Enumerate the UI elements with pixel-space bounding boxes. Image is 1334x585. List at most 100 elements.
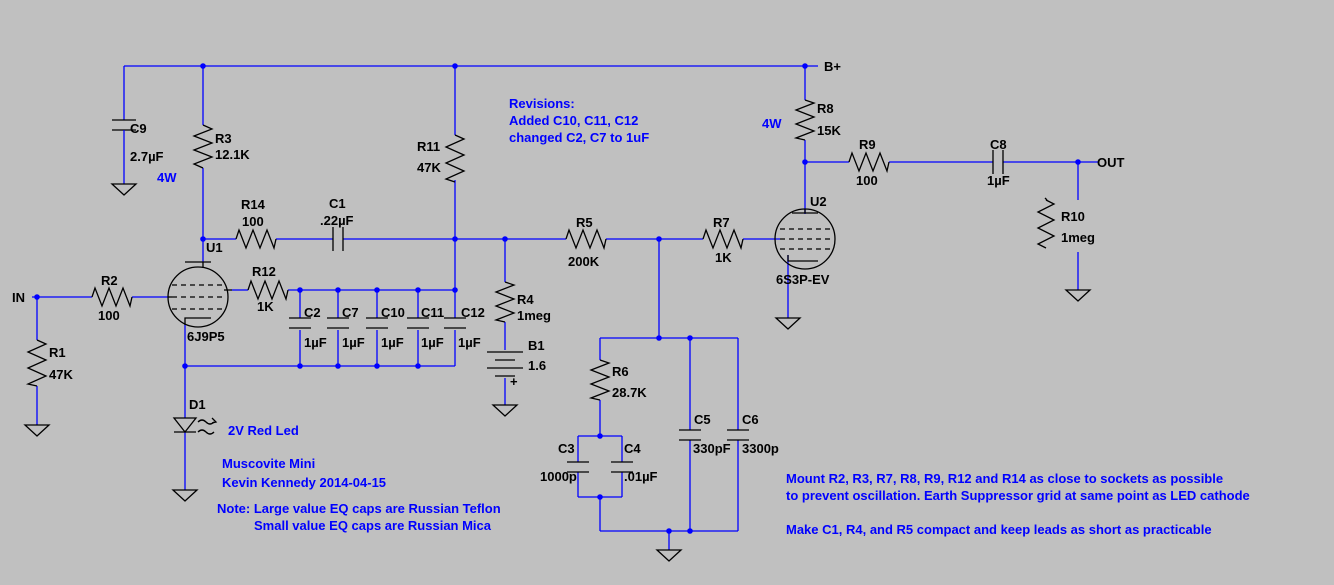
mount-note-line-4: Make C1, R4, and R5 compact and keep lea… [786, 522, 1212, 537]
c12-ref: C12 [461, 305, 485, 320]
c2-value: 1µF [304, 335, 327, 350]
r7-value: 1K [715, 250, 732, 265]
net-label-out: OUT [1097, 155, 1125, 170]
d1-value: 2V Red Led [228, 423, 299, 438]
r8-ref: R8 [817, 101, 834, 116]
c9-value: 2.7µF [130, 149, 164, 164]
c9-ref: C9 [130, 121, 147, 136]
r8-power-note: 4W [762, 116, 782, 131]
r14-ref: R14 [241, 197, 266, 212]
r2-value: 100 [98, 308, 120, 323]
capacitor-C11-symbol [407, 317, 429, 329]
tube-U1-symbol [167, 261, 232, 328]
r4-value: 1meg [517, 308, 551, 323]
revisions-line-2: Added C10, C11, C12 [509, 113, 638, 128]
d1-ref: D1 [189, 397, 206, 412]
r3-value: 12.1K [215, 147, 250, 162]
c1-value: .22µF [320, 213, 354, 228]
c10-ref: C10 [381, 305, 405, 320]
c8-ref: C8 [990, 137, 1007, 152]
u1-value: 6J9P5 [187, 329, 225, 344]
r4-ref: R4 [517, 292, 534, 307]
r12-ref: R12 [252, 264, 276, 279]
resistor-R5-symbol [565, 228, 607, 251]
capacitor-C4-symbol [611, 461, 633, 473]
resistor-R9-symbol [848, 151, 890, 174]
c8-value: 1µF [987, 173, 1010, 188]
c6-value: 3300p [742, 441, 779, 456]
r14-value: 100 [242, 214, 264, 229]
c3-value: 1000p [540, 469, 577, 484]
r6-value: 28.7K [612, 385, 647, 400]
r11-value: 47K [417, 160, 441, 175]
c5-value: 330pF [693, 441, 731, 456]
capacitor-C5-symbol [679, 429, 701, 441]
c10-value: 1µF [381, 335, 404, 350]
tube-U2-symbol [774, 208, 836, 270]
capacitor-C6-symbol [727, 429, 749, 441]
u2-value: 6S3P-EV [776, 272, 830, 287]
c4-value: .01µF [624, 469, 658, 484]
resistor-R2-symbol [91, 286, 133, 309]
capacitor-C2-symbol [289, 317, 311, 329]
r7-ref: R7 [713, 215, 730, 230]
c7-ref: C7 [342, 305, 359, 320]
r1-value: 47K [49, 367, 73, 382]
revisions-line-1: Revisions: [509, 96, 575, 111]
resistor-R14-symbol [235, 228, 277, 251]
capacitor-C12-symbol [444, 317, 466, 329]
resistor-R6-symbol [588, 359, 611, 401]
r9-value: 100 [856, 173, 878, 188]
capacitor-C1-symbol [332, 227, 344, 251]
c6-ref: C6 [742, 412, 759, 427]
junctions [34, 63, 1081, 534]
c1-ref: C1 [329, 196, 346, 211]
battery-B1-symbol [487, 351, 523, 377]
net-label-in: IN [12, 290, 25, 305]
net-label-bplus: B+ [824, 59, 841, 74]
r10-value: 1meg [1061, 230, 1095, 245]
wires [32, 65, 1098, 550]
c11-value: 1µF [421, 335, 444, 350]
r5-value: 200K [568, 254, 600, 269]
cap-note-line-1: Note: Large value EQ caps are Russian Te… [217, 501, 501, 516]
capacitor-C7-symbol [327, 317, 349, 329]
c12-value: 1µF [458, 335, 481, 350]
c2-ref: C2 [304, 305, 321, 320]
u2-ref: U2 [810, 194, 827, 209]
led-D1-symbol [172, 417, 218, 435]
capacitor-C10-symbol [366, 317, 388, 329]
resistor-R4-symbol [493, 281, 516, 323]
resistor-R7-symbol [702, 228, 744, 251]
resistor-R8-symbol [793, 99, 816, 141]
c11-ref: C11 [421, 305, 444, 320]
resistor-R12-symbol [247, 279, 289, 302]
r8-value: 15K [817, 123, 841, 138]
resistor-R1-symbol [25, 339, 48, 387]
title-line-2: Kevin Kennedy 2014-04-15 [222, 475, 386, 490]
r1-ref: R1 [49, 345, 66, 360]
cap-note-line-2: Small value EQ caps are Russian Mica [254, 518, 492, 533]
title-line-1: Muscovite Mini [222, 456, 315, 471]
resistor-R10-symbol [1036, 197, 1056, 249]
mount-note-line-1: Mount R2, R3, R7, R8, R9, R12 and R14 as… [786, 471, 1223, 486]
r3-power-note: 4W [157, 170, 177, 185]
c3-ref: C3 [558, 441, 575, 456]
c7-value: 1µF [342, 335, 365, 350]
capacitor-C3-symbol [567, 461, 589, 473]
resistor-R11-symbol [444, 134, 466, 183]
capacitor-C8-symbol [992, 150, 1004, 174]
r5-ref: R5 [576, 215, 593, 230]
r9-ref: R9 [859, 137, 876, 152]
r2-ref: R2 [101, 273, 118, 288]
revisions-line-3: changed C2, C7 to 1uF [509, 130, 649, 145]
battery-plus-label: + [510, 374, 518, 389]
b1-ref: B1 [528, 338, 545, 353]
r12-value: 1K [257, 299, 274, 314]
c5-ref: C5 [694, 412, 711, 427]
r10-ref: R10 [1061, 209, 1085, 224]
r6-ref: R6 [612, 364, 629, 379]
b1-value: 1.6 [528, 358, 546, 373]
resistor-R3-symbol [192, 124, 214, 169]
